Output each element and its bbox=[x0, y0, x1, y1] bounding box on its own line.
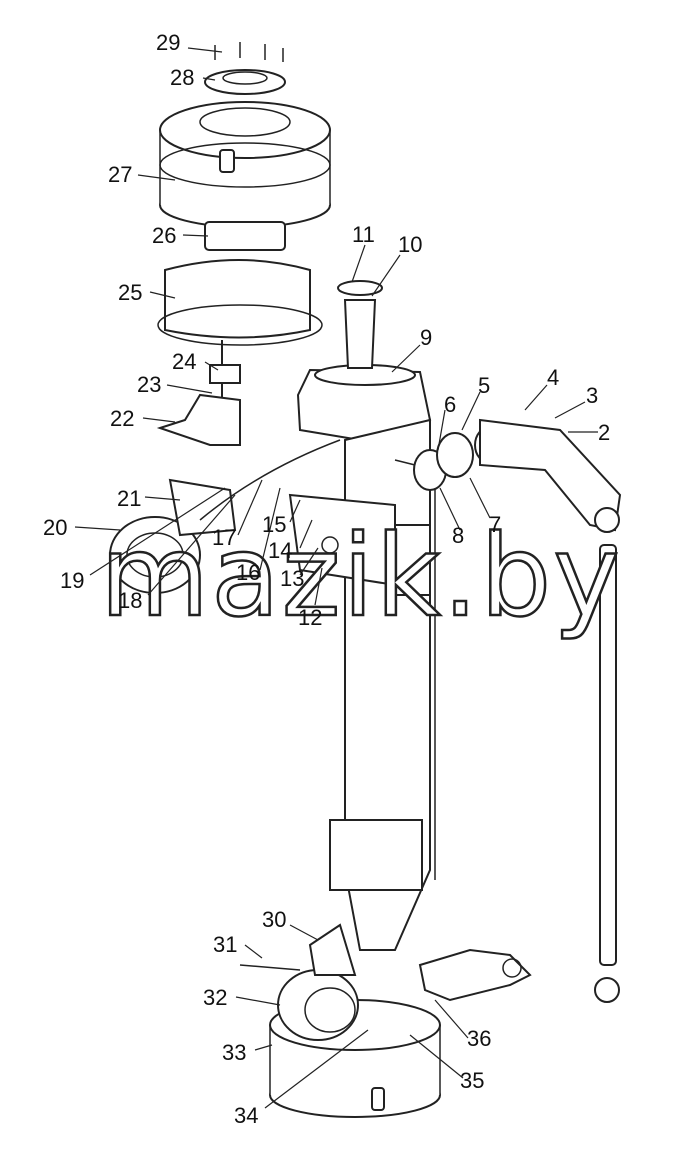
label-35: 35 bbox=[460, 1068, 484, 1093]
label-34: 34 bbox=[234, 1103, 258, 1128]
label-3: 3 bbox=[586, 383, 598, 408]
label-14: 14 bbox=[268, 538, 292, 563]
label-31: 31 bbox=[213, 932, 237, 957]
label-2: 2 bbox=[598, 420, 610, 445]
label-27: 27 bbox=[108, 162, 132, 187]
label-4: 4 bbox=[547, 365, 559, 390]
label-12: 12 bbox=[298, 605, 322, 630]
label-9: 9 bbox=[420, 325, 432, 350]
label-18: 18 bbox=[118, 588, 142, 613]
watermark: mazik.by bbox=[100, 512, 621, 642]
hub-cap bbox=[204, 69, 286, 95]
label-29: 29 bbox=[156, 30, 180, 55]
label-26: 26 bbox=[152, 223, 176, 248]
label-21: 21 bbox=[117, 486, 141, 511]
label-16: 16 bbox=[236, 560, 260, 585]
lower-bracket bbox=[239, 923, 357, 976]
label-25: 25 bbox=[118, 280, 142, 305]
brake-drum-top bbox=[159, 101, 331, 228]
label-13: 13 bbox=[280, 566, 304, 591]
brake-shoes bbox=[157, 259, 323, 346]
label-30: 30 bbox=[262, 907, 286, 932]
lower-steering-arm bbox=[418, 948, 532, 1002]
label-10: 10 bbox=[398, 232, 422, 257]
label-7: 7 bbox=[489, 512, 501, 537]
label-32: 32 bbox=[203, 985, 227, 1010]
hub-bolts bbox=[214, 42, 284, 62]
kingpin-spindle bbox=[337, 280, 383, 369]
label-22: 22 bbox=[110, 406, 134, 431]
label-23: 23 bbox=[137, 372, 161, 397]
leader-lines bbox=[74, 47, 598, 1109]
label-8: 8 bbox=[452, 523, 464, 548]
label-5: 5 bbox=[478, 373, 490, 398]
label-11: 11 bbox=[352, 222, 375, 247]
label-19: 19 bbox=[60, 568, 84, 593]
brake-chamber-top bbox=[109, 439, 341, 594]
label-17: 17 bbox=[212, 525, 236, 550]
spring-seat bbox=[288, 493, 396, 587]
label-20: 20 bbox=[43, 515, 67, 540]
tie-rod bbox=[594, 507, 620, 1003]
part-labels: 2 3 4 5 6 7 8 9 10 11 12 13 14 15 16 17 … bbox=[43, 30, 610, 1128]
label-24: 24 bbox=[172, 349, 196, 374]
label-6: 6 bbox=[444, 392, 456, 417]
label-36: 36 bbox=[467, 1026, 491, 1051]
label-15: 15 bbox=[262, 512, 286, 537]
label-28: 28 bbox=[170, 65, 194, 90]
label-33: 33 bbox=[222, 1040, 246, 1065]
brake-chamber-bottom bbox=[277, 969, 359, 1041]
wheel-bearing bbox=[204, 221, 286, 251]
